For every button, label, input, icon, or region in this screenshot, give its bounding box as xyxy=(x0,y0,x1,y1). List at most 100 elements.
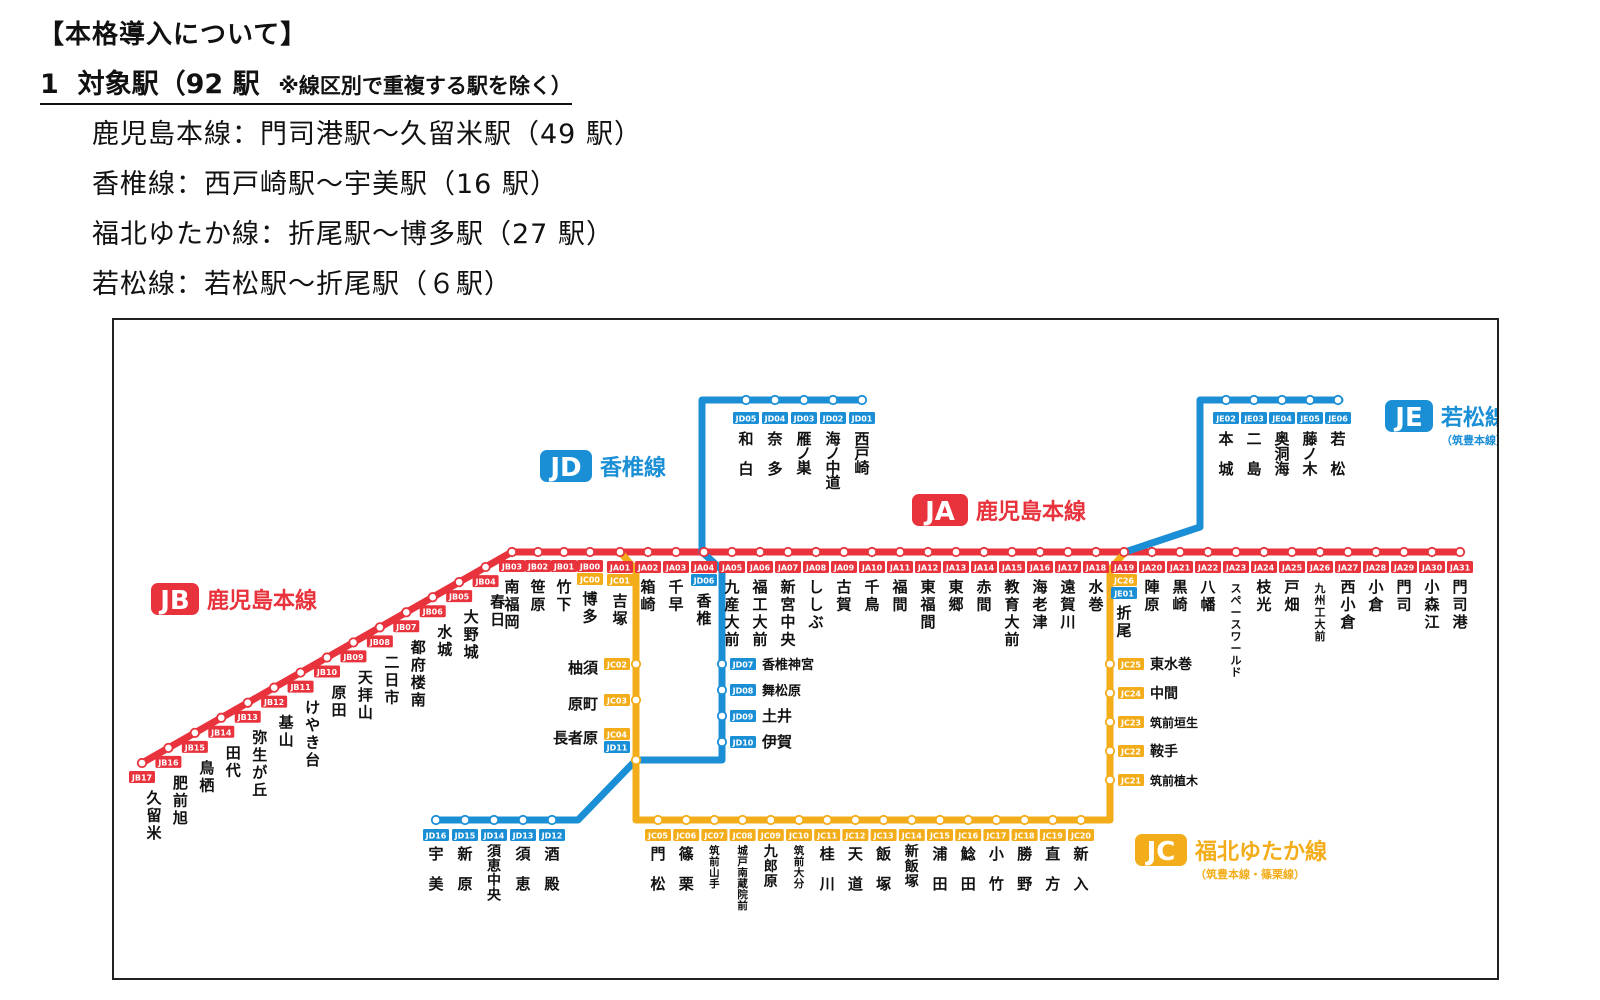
station-code-jc25: JC25 xyxy=(1120,661,1141,670)
station-name-jb08: 二日市 xyxy=(384,653,399,706)
section-title: 1 対象駅（92 駅 ※線区別で重複する駅を除く） xyxy=(40,62,572,105)
station-code-badge xyxy=(663,561,689,573)
station-code-badge xyxy=(155,755,182,768)
station-code-ja27: JA27 xyxy=(1337,564,1358,573)
station-code-jc12: JC12 xyxy=(844,832,865,841)
station-code-badge xyxy=(1391,561,1417,573)
station-dot-jc19 xyxy=(1047,814,1058,826)
station-name-jb11: けやき台 xyxy=(305,699,320,770)
station-code-badge xyxy=(1307,561,1333,573)
station-code-badge xyxy=(181,740,208,753)
station-code-badge xyxy=(915,561,941,573)
station-code-jc20: JC20 xyxy=(1070,832,1091,841)
station-name-jc10: 筑前大分 xyxy=(793,844,805,890)
station-dot-jc09 xyxy=(765,814,776,826)
station-code-ja17: JA17 xyxy=(1057,564,1078,573)
station-dot-jb02 xyxy=(532,546,544,558)
station-dot-ja23 xyxy=(1230,546,1242,558)
line-logo-badge-je xyxy=(1385,400,1433,432)
station-name-jc13-b: 塚 xyxy=(876,875,891,893)
station-name-jc03: 原町 xyxy=(568,695,598,713)
station-name-jc18-a: 勝 xyxy=(1017,845,1033,863)
station-name-jd05-b: 白 xyxy=(738,460,753,478)
station-code-ja30: JA30 xyxy=(1421,564,1443,573)
station-code-jd03: JD03 xyxy=(793,415,815,424)
station-code-badge xyxy=(730,684,756,696)
station-name-ja23: スペースワールド xyxy=(1231,582,1242,679)
station-code-jd07: JD07 xyxy=(732,661,754,670)
line-logo-sub-jc: （筑豊本線・篠栗線） xyxy=(1195,867,1305,881)
station-code-jc23: JC23 xyxy=(1120,719,1141,728)
station-name-jd12-b: 殿 xyxy=(543,875,560,893)
station-name-jd16-a: 宇 xyxy=(428,845,443,863)
station-name-jd01: 西戸崎 xyxy=(854,430,869,477)
station-dot-ja10 xyxy=(866,546,878,558)
station-dot-ja24 xyxy=(1258,546,1270,558)
station-code-badge xyxy=(1335,561,1361,573)
station-code-badge xyxy=(340,650,367,663)
station-name-je05: 藤ノ木 xyxy=(1301,430,1318,478)
station-dot-jb05 xyxy=(454,577,465,588)
station-code-badge xyxy=(701,829,728,841)
station-code-badge xyxy=(1111,587,1137,599)
line-logo-code-je: JE xyxy=(1393,403,1422,433)
station-name-jb17: 久留米 xyxy=(146,789,162,842)
station-dot-jb06 xyxy=(427,592,438,603)
station-dot-jc05 xyxy=(652,814,664,826)
station-code-badge xyxy=(730,658,756,670)
station-code-badge xyxy=(691,561,717,573)
station-name-jc24: 中間 xyxy=(1150,685,1178,702)
station-dot-jc23 xyxy=(1104,716,1116,728)
station-dot-ja05 xyxy=(726,546,738,558)
station-code-badge xyxy=(1241,412,1267,424)
station-code-jc06: JC06 xyxy=(675,832,696,841)
station-code-jd06: JD06 xyxy=(693,577,715,586)
station-name-jc23: 筑前垣生 xyxy=(1150,715,1198,730)
station-name-jd15-a: 新 xyxy=(457,845,472,863)
station-dot-je02 xyxy=(1220,394,1232,406)
station-name-jc18-b: 野 xyxy=(1017,875,1032,893)
station-code-badge xyxy=(955,829,982,841)
station-code-badge xyxy=(719,561,745,573)
station-code-jd15: JD15 xyxy=(454,832,476,841)
station-code-badge xyxy=(1195,561,1221,573)
station-name-jc13-a: 飯 xyxy=(875,845,891,863)
station-code-badge xyxy=(757,829,784,841)
line-logo-name-jc: 福北ゆたか線 xyxy=(1194,839,1327,865)
station-name-je04: 奥洞海 xyxy=(1274,430,1290,478)
station-name-jc05-a: 門 xyxy=(650,845,665,863)
station-name-ja08: ししぶ xyxy=(807,578,823,631)
station-name-jb16: 肥前旭 xyxy=(172,774,188,827)
station-code-ja04: JA04 xyxy=(693,564,715,573)
station-code-badge xyxy=(1167,561,1193,573)
station-name-jd08: 舞松原 xyxy=(761,683,801,699)
station-dot-ja30 xyxy=(1426,546,1438,558)
station-name-je02-a: 本 xyxy=(1218,430,1233,448)
station-name-jc16-a: 鯰 xyxy=(960,845,977,863)
station-dot-jc07 xyxy=(709,814,720,826)
station-dot-jb03 xyxy=(506,546,518,558)
station-name-jc04: 長者原 xyxy=(553,729,598,747)
station-dot-jc25 xyxy=(1104,658,1116,670)
station-name-jc09: 九郎原 xyxy=(763,844,778,890)
station-code-badge xyxy=(775,561,801,573)
station-dot-jb15 xyxy=(189,727,200,738)
station-code-badge xyxy=(287,680,314,693)
station-code-badge xyxy=(446,590,473,603)
station-dot-jb12 xyxy=(269,682,280,693)
station-dot-jd15 xyxy=(459,814,471,826)
station-code-badge xyxy=(898,829,925,841)
station-code-jd05: JD05 xyxy=(735,415,757,424)
station-code-ja10: JA10 xyxy=(861,564,883,573)
station-code-jd16: JD16 xyxy=(425,832,447,841)
line-logo-code-jb: JB xyxy=(158,586,190,616)
station-dot-jb07 xyxy=(401,607,412,618)
station-code-jb12: JB12 xyxy=(263,698,284,707)
station-code-ja19: JA19 xyxy=(1113,564,1135,573)
station-dot-ja14 xyxy=(978,546,990,558)
station-code-badge xyxy=(747,561,773,573)
station-code-badge xyxy=(870,829,897,841)
station-name-jc12-b: 道 xyxy=(848,875,863,893)
station-code-je04: JE04 xyxy=(1271,415,1292,424)
station-dot-ja26 xyxy=(1314,546,1326,558)
